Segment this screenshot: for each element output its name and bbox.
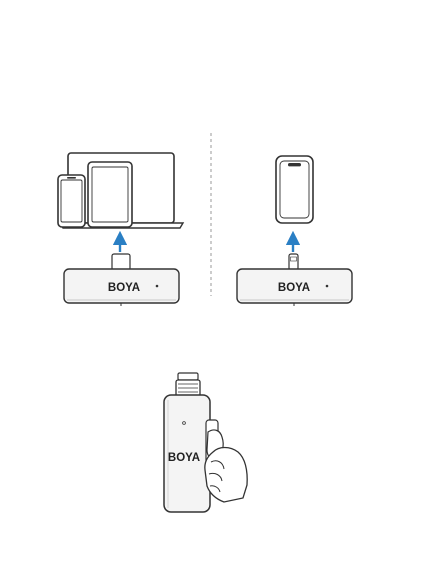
- phone-icon: [276, 156, 313, 223]
- receiver-right: [237, 254, 352, 306]
- receiver-right-brand: BOYA: [278, 282, 310, 294]
- receiver-left: [64, 254, 179, 306]
- phone-icon: [58, 175, 85, 227]
- receiver-left-brand: BOYA: [108, 282, 140, 294]
- transmitter-brand: BOYA: [168, 452, 200, 464]
- tablet-icon: [88, 162, 132, 227]
- hand-icon: [205, 430, 247, 502]
